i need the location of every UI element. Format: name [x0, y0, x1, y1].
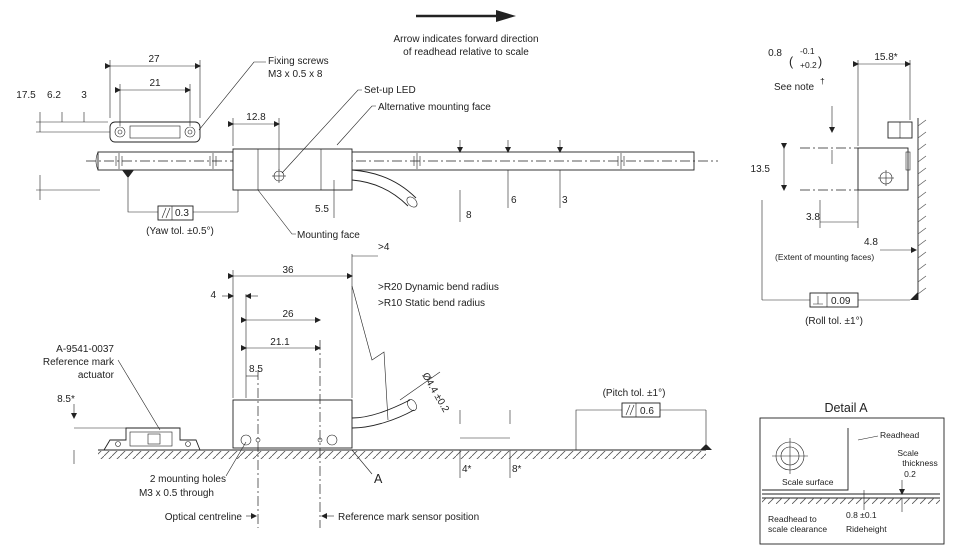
top-view [36, 60, 718, 235]
holes-label-1: 2 mounting holes [150, 474, 226, 485]
detail-thickness-1: Scale [897, 448, 919, 458]
dim-26: 26 [282, 309, 294, 320]
detail-rideheight-label: Rideheight [846, 524, 887, 534]
alt-mounting-face-label: Alternative mounting face [378, 102, 491, 113]
see-note-label: See note [774, 82, 814, 93]
actuator-label-3: actuator [78, 370, 115, 381]
dim-3: 3 [81, 90, 87, 101]
roll-tol-label: (Roll tol. ±1°) [805, 316, 863, 327]
dim-6: 6 [511, 195, 517, 206]
dagger-mark: † [820, 76, 825, 86]
extent-label: (Extent of mounting faces) [775, 252, 874, 262]
dim-3-8: 3.8 [806, 212, 820, 223]
tol-plus: +0.2 [800, 60, 817, 70]
dim-3b: 3 [562, 195, 568, 206]
detail-thickness-2: thickness [902, 458, 937, 468]
side-view [761, 60, 927, 308]
fixing-screws-1: Fixing screws [268, 56, 329, 67]
dim-6-2: 6.2 [47, 90, 61, 101]
detail-clearance-1: Readhead to [768, 514, 817, 524]
dim-12-8: 12.8 [246, 112, 266, 123]
dim-8-5: 8.5 [249, 364, 263, 375]
a-mark: A [374, 472, 383, 486]
dim-8: 8 [466, 210, 472, 221]
pitch-tol-label: (Pitch tol. ±1°) [603, 388, 666, 399]
r10-label: >R10 Static bend radius [378, 298, 485, 309]
dim-17-5: 17.5 [16, 90, 36, 101]
dim-5-5: 5.5 [315, 204, 329, 215]
yaw-tol-label: (Yaw tol. ±0.5°) [146, 226, 214, 237]
dim-dia: Ø4.4 ±0.2 [419, 371, 451, 415]
dim-4-8: 4.8 [864, 237, 878, 248]
dim-0-8: 0.8 [768, 48, 782, 59]
mounting-face-label: Mounting face [297, 230, 360, 241]
arrow-note-1: Arrow indicates forward direction [393, 34, 538, 45]
pitch-tol-value: 0.6 [640, 406, 654, 417]
r20-label: >R20 Dynamic bend radius [378, 282, 499, 293]
dim-8-5-star: 8.5* [57, 394, 75, 405]
dim-21: 21 [149, 78, 161, 89]
setup-led-label: Set-up LED [364, 85, 416, 96]
yaw-tol-value: 0.3 [175, 208, 189, 219]
tol-minus: -0.1 [800, 46, 815, 56]
detail-title: Detail A [824, 401, 868, 415]
front-view [71, 254, 712, 528]
dim-15-8: 15.8* [874, 52, 897, 63]
actuator-label-1: A-9541-0037 [56, 344, 114, 355]
direction-arrow [416, 10, 516, 22]
optical-centreline-label: Optical centreline [165, 512, 243, 523]
ref-sensor-label: Reference mark sensor position [338, 512, 479, 523]
roll-tol-value: 0.09 [831, 296, 851, 307]
detail-readhead-label: Readhead [880, 430, 920, 440]
dim-8-star: 8* [512, 464, 522, 475]
detail-rideheight-value: 0.8 ±0.1 [846, 510, 877, 520]
dim-4-star: 4* [462, 464, 472, 475]
dim-36: 36 [282, 265, 294, 276]
detail-thickness-3: 0.2 [904, 469, 916, 479]
paren-close: ) [818, 55, 822, 69]
dim-4: 4 [210, 290, 216, 301]
dim-21-1: 21.1 [270, 337, 290, 348]
dim-gt4: >4 [378, 242, 390, 253]
holes-label-2: M3 x 0.5 through [139, 488, 214, 499]
paren-open: ( [789, 55, 794, 69]
dim-13-5: 13.5 [751, 164, 771, 175]
detail-scale-surface-label: Scale surface [782, 477, 834, 487]
detail-a [759, 417, 945, 545]
detail-clearance-2: scale clearance [768, 524, 827, 534]
arrow-note-2: of readhead relative to scale [403, 47, 529, 58]
dim-27: 27 [148, 54, 160, 65]
actuator-label-2: Reference mark [43, 357, 115, 368]
fixing-screws-2: M3 x 0.5 x 8 [268, 69, 323, 80]
